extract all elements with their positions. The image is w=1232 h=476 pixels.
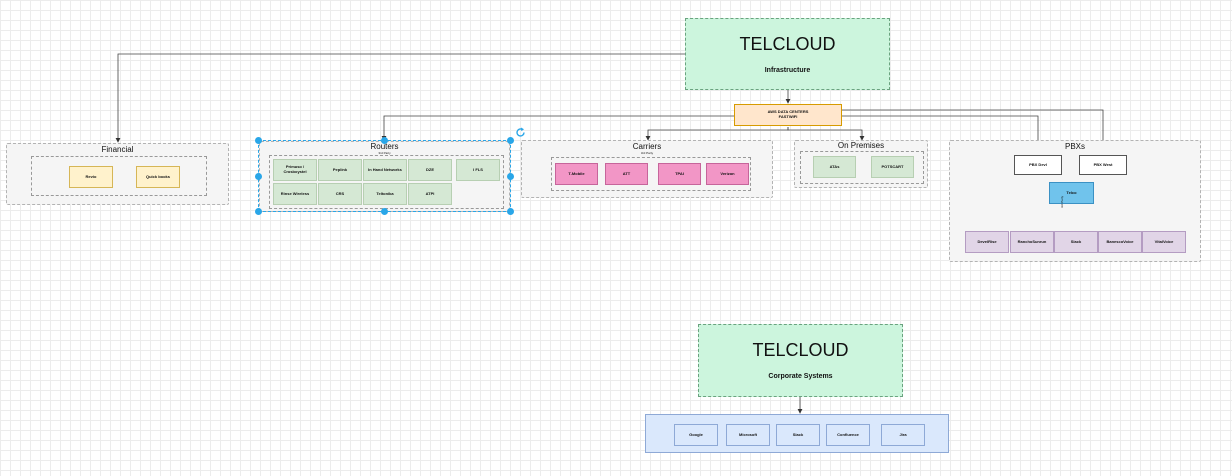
pbx-vendor-item[interactable]: BanescoVoice [1098, 231, 1142, 253]
resize-handle[interactable] [507, 173, 514, 180]
router-item[interactable]: Peplink [318, 159, 362, 181]
carrier-item[interactable]: ATT [605, 163, 648, 185]
pbxs-title: PBXs [1064, 142, 1085, 151]
router-item[interactable]: Rinse Wireless [273, 183, 317, 205]
pbx-node[interactable]: PBX West [1079, 155, 1127, 175]
financial-item[interactable]: Quick books [136, 166, 180, 188]
resize-handle[interactable] [255, 173, 262, 180]
resize-handle[interactable] [255, 137, 262, 144]
routers-subtitle: 3rd Party [378, 151, 391, 155]
corporate-system-item[interactable]: Google [674, 424, 718, 446]
carriers-subtitle: 3rd Party [640, 151, 654, 155]
pbx-vendor-item[interactable]: DevelRise [965, 231, 1009, 253]
financial-group[interactable]: Financial Revio Quick books [6, 143, 229, 205]
router-item[interactable]: DZE [408, 159, 452, 181]
carriers-container: T-Mobile ATT TPAI Verizon [551, 157, 751, 191]
routers-container: Primuso / Crosboystel Peplink In Hand Ne… [269, 155, 504, 209]
corporate-system-item[interactable]: Jira [881, 424, 925, 446]
corporate-system-item[interactable]: Microsoft [726, 424, 770, 446]
resize-handle[interactable] [381, 137, 388, 144]
pbx-vendor-item[interactable]: Slack [1054, 231, 1098, 253]
edge-datacenter-routers [381, 115, 735, 141]
datacenter-node[interactable]: AWS DATA CENTERS FASTWIFI [734, 104, 842, 126]
edge-infra-financial [115, 53, 685, 143]
financial-container: Revio Quick books [31, 156, 207, 196]
pbx-vendor-item[interactable]: RanchoSunrun [1010, 231, 1054, 253]
resize-handle[interactable] [255, 208, 262, 215]
carriers-title: Carriers [632, 142, 662, 151]
onpremises-item[interactable]: POTSCART [871, 156, 914, 178]
infrastructure-title: TELCLOUD [739, 34, 836, 54]
pbx-vendor-item[interactable]: VitalVoice [1142, 231, 1186, 253]
carriers-group[interactable]: Carriers 3rd Party T-Mobile ATT TPAI Ver… [521, 140, 773, 198]
resize-handle[interactable] [381, 208, 388, 215]
router-item[interactable]: ATPI [408, 183, 452, 205]
resize-handle[interactable] [507, 208, 514, 215]
edge-datacenter-carriers [645, 127, 789, 141]
carrier-item[interactable]: Verizon [706, 163, 749, 185]
router-item[interactable]: Primuso / Crosboystel [273, 159, 317, 181]
corporate-system-item[interactable]: Confluence [826, 424, 870, 446]
infrastructure-node[interactable]: TELCLOUD Infrastructure [685, 18, 890, 90]
resize-handle[interactable] [507, 137, 514, 144]
rotate-icon[interactable] [515, 125, 526, 137]
carrier-item[interactable]: TPAI [658, 163, 701, 185]
edge-datacenter-onprem [787, 127, 865, 141]
routers-title: Routers [370, 142, 399, 151]
routers-group[interactable]: Routers 3rd Party Primuso / Crosboystel … [259, 141, 510, 212]
corporate-system-item[interactable]: Slack [776, 424, 820, 446]
router-item[interactable]: I FLS [456, 159, 500, 181]
corporate-systems-container: Google Microsoft Slack Confluence Jira [645, 414, 949, 453]
edge-label: 3rd Party [1060, 195, 1064, 208]
router-item[interactable]: In Hand Networks [363, 159, 407, 181]
router-item[interactable]: Teltonika [363, 183, 407, 205]
carrier-item[interactable]: T-Mobile [555, 163, 598, 185]
router-item[interactable]: CRS [318, 183, 362, 205]
financial-item[interactable]: Revio [69, 166, 113, 188]
onpremises-item[interactable]: ATAs [813, 156, 856, 178]
infrastructure-subtitle: Infrastructure [764, 67, 811, 74]
financial-title: Financial [101, 145, 134, 154]
telco-hub-node[interactable]: Telco [1049, 182, 1094, 204]
corporate-node[interactable]: TELCLOUD Corporate Systems [698, 324, 903, 397]
onpremises-title: On Premises [837, 141, 885, 150]
selection-box [258, 140, 511, 212]
onpremises-group[interactable]: On Premises ATAs POTSCART [794, 140, 928, 188]
corporate-title: TELCLOUD [752, 340, 849, 360]
corporate-subtitle: Corporate Systems [768, 373, 833, 380]
onpremises-container: ATAs POTSCART [800, 151, 924, 184]
pbx-node[interactable]: PBX Devl [1014, 155, 1062, 175]
